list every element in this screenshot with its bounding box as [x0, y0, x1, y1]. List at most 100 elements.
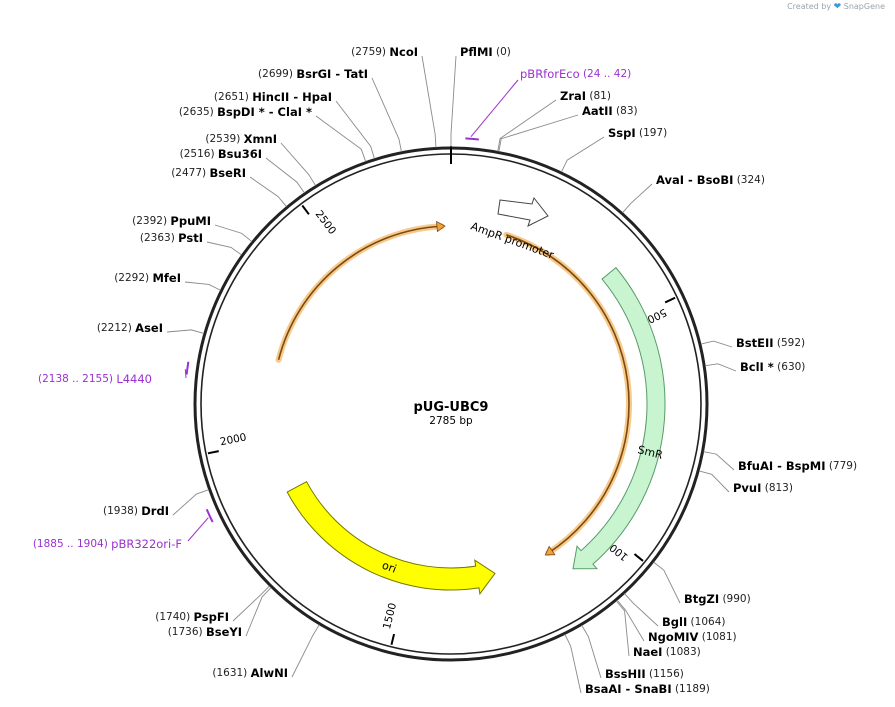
site-leader-line: [184, 281, 221, 291]
site-position: (81): [586, 90, 611, 102]
site-leader-line: [561, 136, 605, 173]
primer-label: (2138 .. 2155) L4440: [38, 372, 152, 386]
site-leader-line: [206, 241, 242, 256]
site-position: (1938): [103, 505, 141, 517]
site-position: (1156): [646, 668, 684, 680]
primer-range: (24 .. 42): [580, 68, 632, 80]
site-leader-line: [265, 157, 305, 194]
site-position: (1064): [687, 616, 725, 628]
enzyme-name: BseRI: [209, 166, 246, 180]
enzyme-name: BsaAI - SnaBI: [585, 682, 672, 696]
enzyme-name: NgoMIV: [648, 630, 698, 644]
orange-arrow-line: [277, 225, 442, 360]
site-position: (1740): [155, 611, 193, 623]
primer-label: (1885 .. 1904) pBR322ori-F: [33, 537, 182, 551]
restriction-site-label: PvuI (813): [733, 481, 793, 495]
site-leader-line: [214, 224, 253, 242]
orange-arrow-head: [436, 220, 446, 233]
site-position: (630): [774, 361, 806, 373]
plasmid-size: 2785 bp: [429, 415, 473, 427]
primer-name: pBR322ori-F: [111, 537, 182, 551]
site-position: (0): [493, 46, 511, 58]
enzyme-name: BfuAI - BspMI: [738, 459, 825, 473]
enzyme-name: PpuMI: [170, 214, 211, 228]
site-position: (779): [825, 460, 857, 472]
tick-mark: [390, 633, 396, 645]
site-position: (990): [719, 593, 751, 605]
primer-label: pBRforEco (24 .. 42): [520, 67, 631, 81]
site-position: (324): [733, 174, 765, 186]
site-position: (2516): [180, 148, 218, 160]
enzyme-name: PflMI: [460, 45, 493, 59]
ampr-promoter-arrow: [497, 196, 549, 227]
enzyme-name: BspDI * - ClaI *: [217, 105, 312, 119]
site-position: (83): [613, 105, 638, 117]
primer-name: pBRforEco: [520, 67, 580, 81]
site-leader-line: [497, 99, 557, 152]
restriction-site-label: (1938) DrdI: [103, 504, 169, 518]
restriction-site-label: (1631) AlwNI: [212, 666, 288, 680]
restriction-site-label: (2392) PpuMI: [132, 214, 211, 228]
site-leader-line: [315, 115, 367, 162]
site-position: (592): [774, 337, 806, 349]
restriction-site-label: BtgZI (990): [684, 592, 751, 606]
site-position: (2212): [97, 322, 135, 334]
enzyme-name: AseI: [135, 321, 163, 335]
restriction-site-label: ZraI (81): [560, 89, 611, 103]
site-leader-line: [498, 114, 579, 152]
ori-feature-arrow: [286, 481, 496, 596]
primer-name: L4440: [116, 372, 152, 386]
primer-leader-line: [187, 517, 209, 542]
restriction-site-label: AvaI - BsoBI (324): [656, 173, 765, 187]
enzyme-name: SspI: [608, 126, 636, 140]
site-leader-line: [700, 340, 733, 348]
restriction-site-label: BglI (1064): [662, 615, 725, 629]
enzyme-name: BclI *: [740, 360, 774, 374]
tick-label: 2000: [219, 431, 248, 448]
enzyme-name: BseYI: [206, 625, 242, 639]
ampr-promoter-label: AmpR promoter: [469, 220, 556, 262]
restriction-site-label: BsaAI - SnaBI (1189): [585, 682, 710, 696]
restriction-site-label: PflMI (0): [460, 45, 511, 59]
restriction-site-label: NgoMIV (1081): [648, 630, 737, 644]
restriction-site-label: (2651) HincII - HpaI: [214, 90, 332, 104]
site-leader-line: [172, 489, 209, 516]
enzyme-name: BglI: [662, 615, 687, 629]
credit-brand: SnapGene: [843, 2, 885, 11]
enzyme-name: BssHII: [605, 667, 646, 681]
site-position: (2363): [140, 232, 178, 244]
restriction-site-label: (2292) MfeI: [114, 271, 181, 285]
site-leader-line: [291, 624, 320, 678]
site-leader-line: [581, 625, 602, 679]
site-leader-line: [699, 470, 730, 493]
smr-feature-arrow: [572, 266, 666, 570]
restriction-site-label: BstEII (592): [736, 336, 805, 350]
restriction-site-label: BfuAI - BspMI (779): [738, 459, 857, 473]
site-position: (197): [636, 127, 668, 139]
site-leader-line: [616, 599, 645, 642]
primer-range: (1885 .. 1904): [33, 538, 111, 550]
tick-mark: [301, 204, 310, 215]
enzyme-name: BtgZI: [684, 592, 719, 606]
primer-range: (2138 .. 2155): [38, 373, 116, 385]
restriction-site-label: (2699) BsrGI - TatI: [258, 67, 368, 81]
enzyme-name: BstEII: [736, 336, 774, 350]
enzyme-name: AvaI - BsoBI: [656, 173, 733, 187]
restriction-site-label: SspI (197): [608, 126, 667, 140]
enzyme-name: DrdI: [141, 504, 169, 518]
tick-mark: [633, 553, 644, 562]
orange-arrow-head: [544, 545, 556, 556]
site-position: (2651): [214, 91, 252, 103]
snapgene-credit: Created by ❤ SnapGene: [787, 2, 885, 12]
site-position: (1736): [168, 626, 206, 638]
site-leader-line: [653, 561, 681, 604]
primer-mark: [465, 137, 479, 141]
site-leader-line: [615, 600, 630, 657]
site-position: (2539): [205, 133, 243, 145]
site-leader-line: [245, 587, 272, 637]
orange-arrow-halo: [275, 223, 445, 363]
site-leader-line: [622, 183, 653, 213]
site-leader-line: [280, 142, 316, 186]
site-leader-line: [335, 100, 375, 159]
